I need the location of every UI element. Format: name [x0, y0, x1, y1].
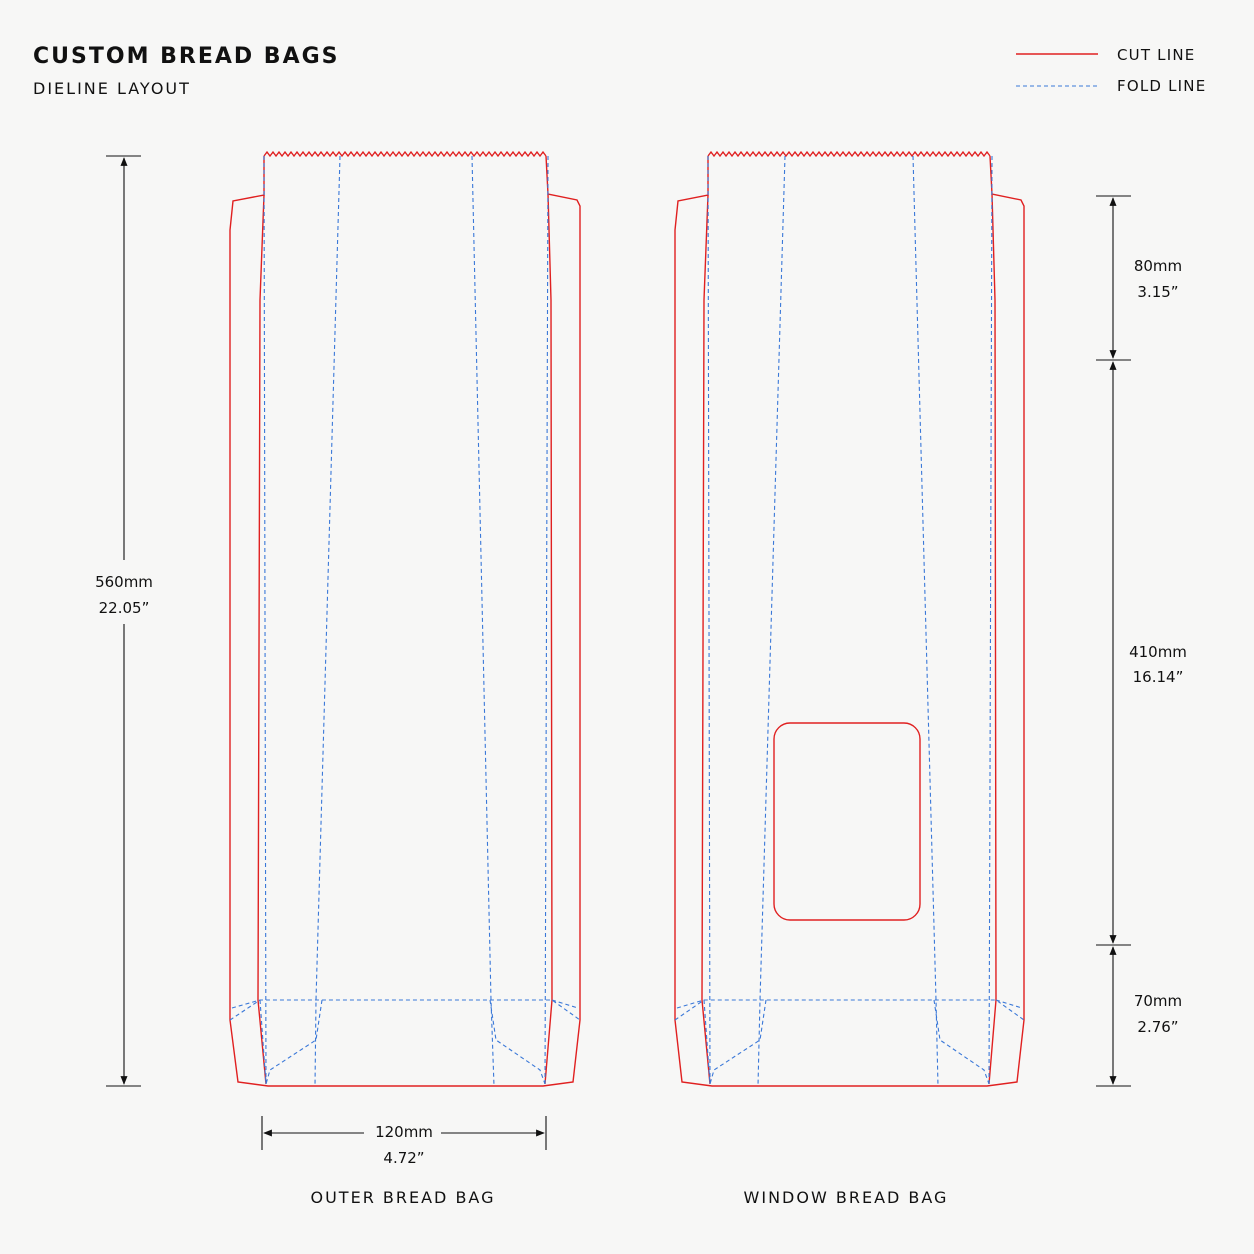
width-dimension: 120mm 4.72”	[261, 1116, 547, 1167]
outer-bag-fold-verticals	[263, 155, 549, 1087]
window-bag-inner-cut	[701, 193, 997, 1085]
outer-bag-fold-bottom	[229, 999, 581, 1085]
top-segment-in: 3.15”	[1137, 283, 1178, 301]
width-dim-in: 4.72”	[383, 1149, 424, 1167]
segment-dimensions: 80mm 3.15” 410mm 16.14” 70mm 2.76”	[1096, 195, 1187, 1087]
window-bag-cut-outline	[674, 155, 1025, 1087]
bottom-segment-in: 2.76”	[1137, 1018, 1178, 1036]
outer-bag-cut-outline	[229, 155, 581, 1087]
page-subtitle: DIELINE LAYOUT	[33, 79, 191, 98]
outer-bag-inner-cut	[257, 193, 553, 1085]
outer-bag-label: OUTER BREAD BAG	[311, 1188, 496, 1207]
window-bag-fold-bottom	[674, 999, 1025, 1085]
legend-cut-label: CUT LINE	[1117, 46, 1195, 64]
window-bag-fold-verticals	[707, 155, 993, 1087]
window-bag-zigzag-top	[707, 150, 991, 158]
height-dim-in: 22.05”	[99, 599, 150, 617]
height-dimension: 560mm 22.05”	[95, 155, 153, 1087]
middle-segment-in: 16.14”	[1133, 668, 1184, 686]
legend-fold-label: FOLD LINE	[1117, 77, 1206, 95]
page-title: CUSTOM BREAD BAGS	[33, 44, 340, 69]
outer-bread-bag	[229, 150, 581, 1087]
top-segment-mm: 80mm	[1134, 257, 1182, 275]
height-dim-mm: 560mm	[95, 573, 153, 591]
outer-bag-zigzag-top	[263, 150, 547, 158]
legend: CUT LINE FOLD LINE	[1016, 46, 1206, 95]
window-bag-label: WINDOW BREAD BAG	[744, 1188, 949, 1207]
middle-segment-mm: 410mm	[1129, 643, 1187, 661]
window-cutout	[773, 722, 921, 921]
bottom-segment-mm: 70mm	[1134, 992, 1182, 1010]
window-bread-bag	[674, 150, 1025, 1087]
width-dim-mm: 120mm	[375, 1123, 433, 1141]
